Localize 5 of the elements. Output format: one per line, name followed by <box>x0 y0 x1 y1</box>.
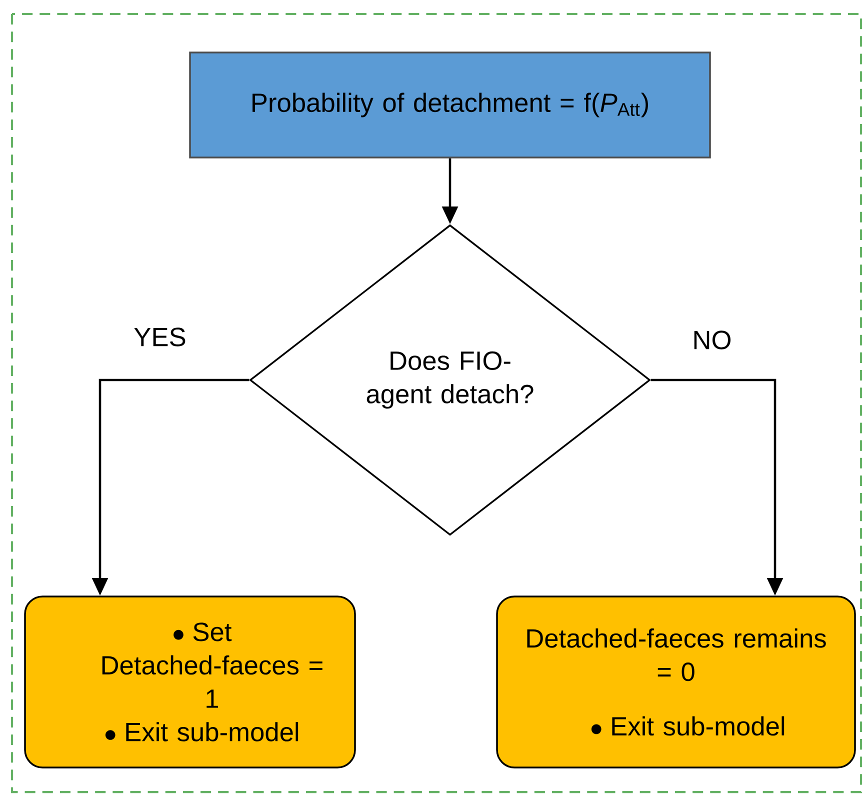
process-box: Set Detached-faeces = 1 Exit sub-model <box>24 596 356 768</box>
edge-label: YES <box>130 324 190 350</box>
process-box: Detached-faeces remains = 0 Exit sub-model <box>496 596 856 768</box>
edge-label: NO <box>688 327 736 353</box>
process-box: Probability of detachment = f(P$_{Att}$) <box>189 52 711 158</box>
